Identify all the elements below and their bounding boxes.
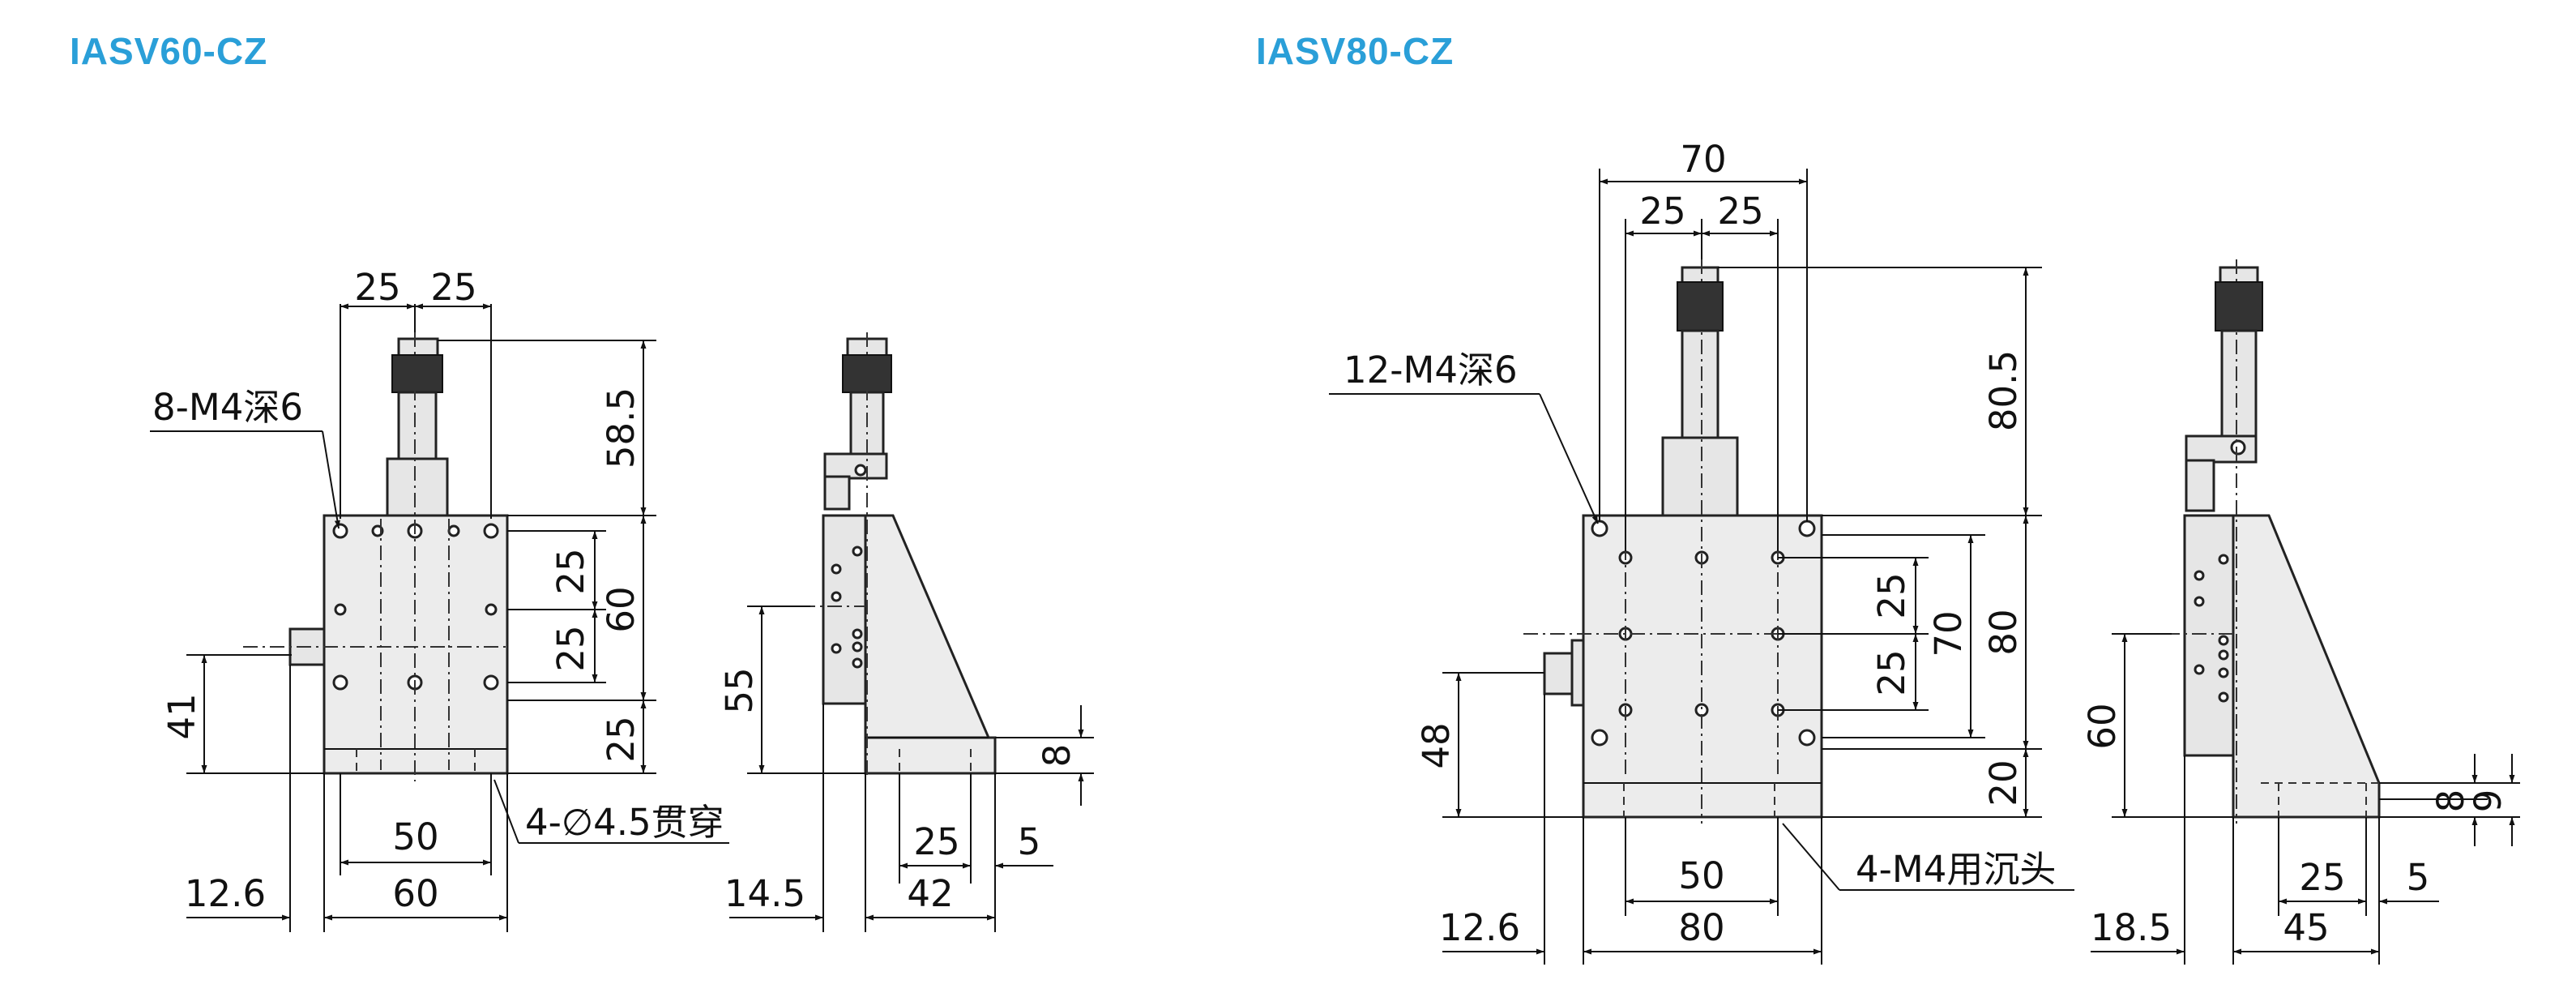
right-dim-right-bottom: 20 xyxy=(1982,760,2025,806)
right-dim-side-b: 5 xyxy=(2407,856,2430,899)
left-dim-side-height: 55 xyxy=(718,667,761,713)
right-dim-bottom-pitch: 50 xyxy=(1678,854,1724,897)
right-dim-top-total: 70 xyxy=(1680,138,1726,181)
right-dim-bottom-width: 80 xyxy=(1678,906,1724,949)
right-dim-bottom-offset: 12.6 xyxy=(1439,906,1520,949)
left-callout-bottom-holes: 4-∅4.5贯穿 xyxy=(525,801,724,844)
left-dim-side-thick: 8 xyxy=(1036,744,1079,768)
left-dim-top-a: 25 xyxy=(354,266,400,309)
left-dim-side-offset: 14.5 xyxy=(724,872,805,915)
right-dim-right-a: 25 xyxy=(1870,572,1913,618)
right-dim-right-mid: 70 xyxy=(1927,610,1970,657)
right-dim-side-height: 60 xyxy=(2081,703,2124,749)
left-dim-right-bottom: 25 xyxy=(600,716,643,762)
right-dim-top-b: 25 xyxy=(1717,190,1763,233)
left-dim-side-a: 25 xyxy=(913,820,959,863)
left-dim-bottom-pitch: 50 xyxy=(392,815,438,858)
left-front-dimensions: 25 25 58.5 60 25 25 25 41 50 60 12. xyxy=(150,266,729,932)
left-dim-bottom-offset: 12.6 xyxy=(185,872,266,915)
right-front-view xyxy=(1523,259,1823,824)
left-front-view xyxy=(243,332,509,781)
right-dim-top-a: 25 xyxy=(1639,190,1685,233)
right-dim-side-a: 25 xyxy=(2299,856,2345,899)
left-dim-knob-height: 41 xyxy=(160,693,203,739)
right-dim-knob-height: 48 xyxy=(1415,722,1458,768)
left-callout-top-holes: 8-M4深6 xyxy=(152,386,303,429)
left-dim-height-top: 58.5 xyxy=(600,387,643,469)
right-dim-side-thick-b: 9 xyxy=(2467,789,2510,813)
left-dim-side-b: 5 xyxy=(1018,820,1041,863)
right-dim-height-top: 80.5 xyxy=(1982,350,2025,431)
right-dim-right-b: 25 xyxy=(1870,649,1913,695)
left-dim-right-b: 25 xyxy=(549,625,592,671)
right-dim-side-width: 45 xyxy=(2283,906,2329,949)
left-side-view xyxy=(747,332,997,778)
right-dim-side-offset: 18.5 xyxy=(2091,906,2172,949)
left-model-title: IASV60-CZ xyxy=(70,30,268,72)
left-dim-side-width: 42 xyxy=(907,872,953,915)
left-dim-top-b: 25 xyxy=(430,266,476,309)
right-callout-top-holes: 12-M4深6 xyxy=(1344,349,1518,392)
right-model-title: IASV80-CZ xyxy=(1256,30,1455,72)
left-dim-right-total: 60 xyxy=(600,586,643,632)
right-side-view xyxy=(2112,259,2381,824)
right-callout-bottom-holes: 4-M4用沉头 xyxy=(1856,848,2056,891)
left-side-dimensions: 55 8 25 5 42 14.5 xyxy=(718,605,1094,932)
right-dim-right-total: 80 xyxy=(1982,609,2025,655)
right-side-dimensions: 60 8 9 25 5 45 18.5 xyxy=(2081,633,2520,965)
left-dim-right-a: 25 xyxy=(549,548,592,594)
right-dim-side-thick-a: 8 xyxy=(2429,789,2472,813)
right-front-dimensions: 70 25 25 80.5 80 20 70 25 25 48 50 xyxy=(1329,138,2074,965)
left-dim-bottom-width: 60 xyxy=(392,872,438,915)
